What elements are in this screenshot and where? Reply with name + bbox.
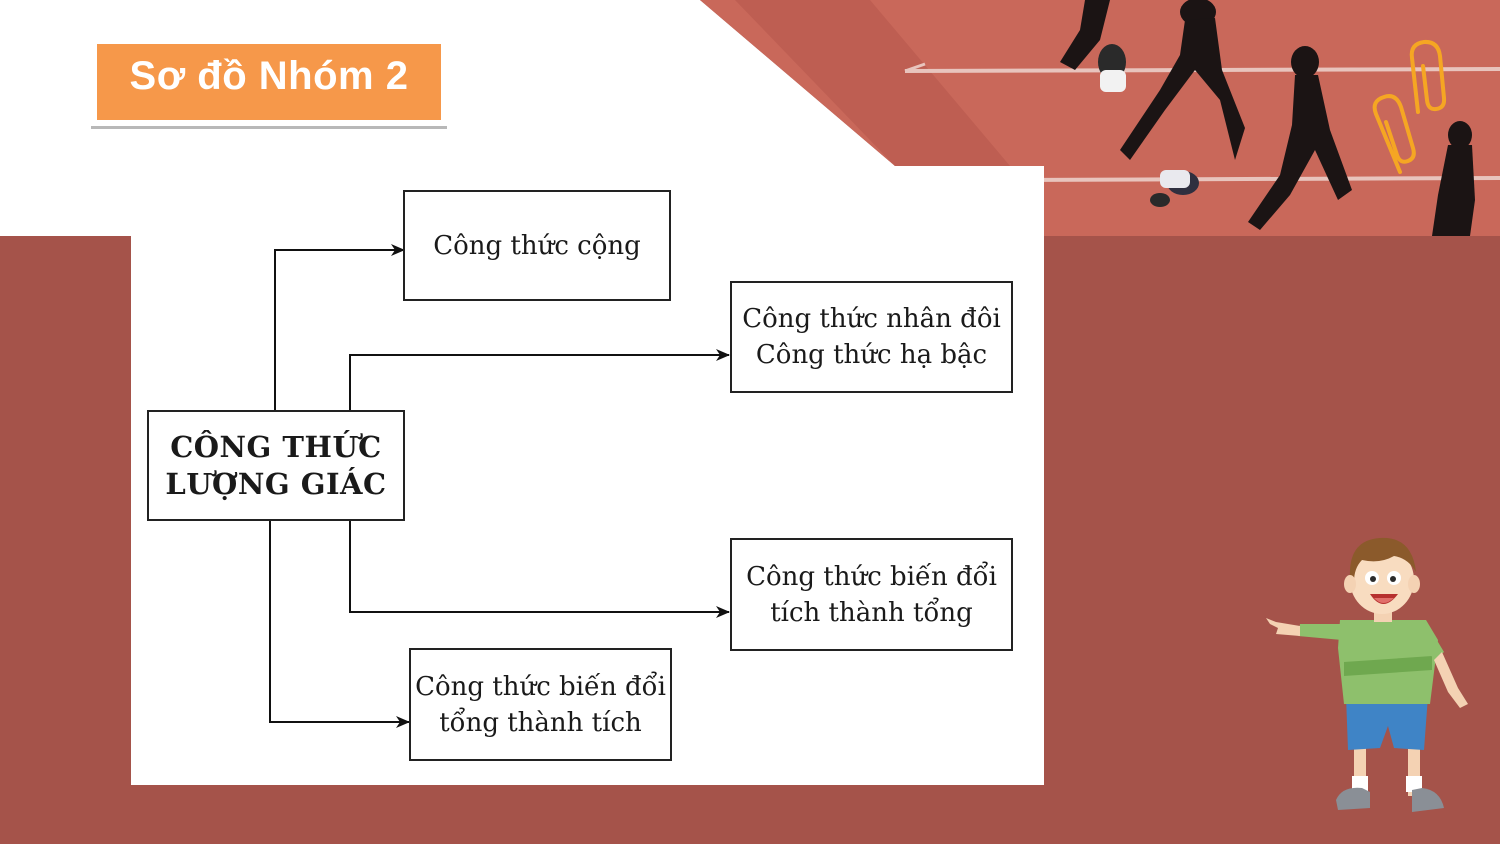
root-node-line2: LƯỢNG GIÁC	[165, 466, 387, 501]
node-line1: Công thức biến đổi	[415, 671, 666, 702]
node-line1: Công thức cộng	[433, 230, 641, 261]
slide-title-box: Sơ đồ Nhóm 2	[97, 44, 441, 120]
running-track-photo	[700, 0, 1500, 236]
node-nhan-doi-ha-bac: Công thức nhân đôi Công thức hạ bậc	[730, 281, 1013, 393]
root-node-line1: CÔNG THỨC	[170, 429, 382, 464]
node-tich-thanh-tong: Công thức biến đổi tích thành tổng	[730, 538, 1013, 651]
node-line2: tích thành tổng	[770, 597, 973, 628]
node-line2: tổng thành tích	[439, 707, 642, 738]
node-cong-thuc-cong: Công thức cộng	[403, 190, 671, 301]
node-line1: Công thức biến đổi	[746, 561, 997, 592]
node-tong-thanh-tich: Công thức biến đổi tổng thành tích	[409, 648, 672, 761]
title-underline	[91, 126, 447, 129]
node-line1: Công thức nhân đôi	[742, 304, 1001, 334]
root-node: CÔNG THỨC LƯỢNG GIÁC	[147, 410, 405, 521]
slide-title: Sơ đồ Nhóm 2	[129, 54, 409, 98]
node-line2: Công thức hạ bậc	[755, 340, 988, 370]
pointing-boy-illustration	[1266, 537, 1468, 812]
paperclip-icon	[1372, 39, 1447, 174]
